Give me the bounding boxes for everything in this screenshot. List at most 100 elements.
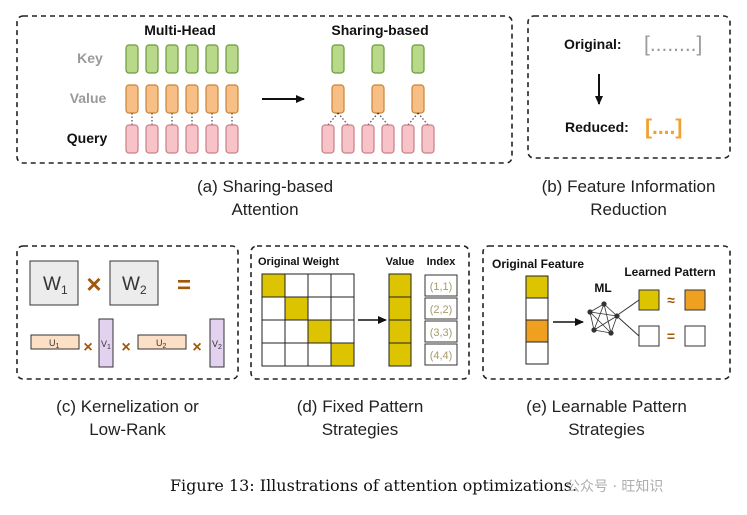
w2-box <box>109 260 159 306</box>
weight-cell <box>307 296 332 321</box>
shared-value-bar <box>371 84 385 114</box>
value-header: Value <box>386 256 415 268</box>
equals-sign: = <box>177 272 191 299</box>
network-edge <box>603 303 618 317</box>
network-node <box>587 309 593 315</box>
dotted-link <box>327 112 339 126</box>
panel-d-frame <box>250 245 470 380</box>
key-head-bar <box>125 44 139 74</box>
feature-cell <box>525 319 549 343</box>
figure-caption: Figure 13: Illustrations of attention op… <box>169 476 578 495</box>
w1-box <box>29 260 79 306</box>
feature-cell <box>525 341 549 365</box>
key-head-bar <box>145 44 159 74</box>
caption-c-line2: Low-Rank <box>89 420 166 439</box>
original-weight-label: Original Weight <box>258 256 339 268</box>
value-cell <box>388 319 412 344</box>
caption-a-line2: Attention <box>231 200 299 219</box>
u2-label: U2 <box>156 338 167 350</box>
multi-head-bars <box>125 44 239 154</box>
v2-box <box>209 318 225 368</box>
sharing-based-bars <box>321 44 435 154</box>
weight-cell <box>307 273 332 298</box>
network-node <box>614 313 620 319</box>
query-head-bar <box>165 124 179 154</box>
u2-box <box>137 334 187 350</box>
shared-query-bar <box>341 124 355 154</box>
ml-network-icon <box>587 299 640 337</box>
panel-e-frame <box>482 245 731 380</box>
approx-sign: ≈ <box>667 292 675 308</box>
caption-a-line1: (a) Sharing-based <box>196 177 334 196</box>
key-head-bar <box>165 44 179 74</box>
key-head-bar <box>205 44 219 74</box>
shared-value-bar <box>411 84 425 114</box>
panel-a-frame <box>16 15 513 164</box>
weight-cell <box>330 342 355 367</box>
v2-label: V2 <box>212 339 222 351</box>
index-cell <box>424 297 458 320</box>
caption-b-line2: Reduction <box>590 200 667 219</box>
multiply-sign-1: × <box>83 339 92 356</box>
network-edge <box>589 303 605 313</box>
caption-e: (e) Learnable Pattern Strategies <box>483 395 730 441</box>
weight-cell <box>330 319 355 344</box>
shared-query-bar <box>361 124 375 154</box>
learned-box-orange <box>684 289 706 311</box>
network-node <box>601 301 607 307</box>
caption-b-line1: (b) Feature Information <box>541 177 716 196</box>
network-edge <box>593 315 618 331</box>
watermark: 公众号 · 旺知识 <box>566 479 664 495</box>
index-cell <box>424 274 458 297</box>
caption-e-line2: Strategies <box>568 420 645 439</box>
value-head-bar <box>125 84 139 114</box>
original-feature-column <box>525 275 549 365</box>
learned-box-gold <box>638 289 660 311</box>
weight-cell <box>307 342 332 367</box>
caption-d-line2: Strategies <box>321 420 399 439</box>
value-head-bar <box>145 84 159 114</box>
index-column: (1,1)(2,2)(3,3)(4,4) <box>424 274 458 366</box>
v1-label: V1 <box>101 339 111 351</box>
network-output-link <box>618 317 640 337</box>
index-cell <box>424 320 458 343</box>
w1-label: W1 <box>43 274 68 297</box>
query-head-bar <box>225 124 239 154</box>
weight-cell <box>284 319 309 344</box>
shared-value-bar <box>331 84 345 114</box>
multiply-sign-2: × <box>121 339 130 356</box>
original-feature-value: [........] <box>644 33 702 56</box>
w2-label: W2 <box>122 274 147 297</box>
caption-b: (b) Feature Information Reduction <box>510 175 747 221</box>
value-head-bar <box>205 84 219 114</box>
value-head-bar <box>165 84 179 114</box>
multi-head-title: Multi-Head <box>144 22 216 38</box>
shared-query-bar <box>401 124 415 154</box>
weight-matrix <box>261 273 355 367</box>
weight-cell <box>261 319 286 344</box>
learned-pattern-label: Learned Pattern <box>624 265 715 279</box>
value-cell <box>388 273 412 298</box>
panel-b-frame <box>527 15 731 159</box>
index-cell <box>424 343 458 366</box>
network-edge <box>589 311 595 331</box>
reduced-feature-value: [....] <box>645 116 682 139</box>
dotted-link <box>377 112 389 126</box>
shared-query-bar <box>321 124 335 154</box>
dotted-link <box>417 112 429 126</box>
value-head-bar <box>225 84 239 114</box>
feature-cell <box>525 297 549 321</box>
index-header: Index <box>427 256 457 268</box>
value-label: Value <box>70 90 107 106</box>
v1-box <box>98 318 114 368</box>
caption-c: (c) Kernelization or Low-Rank <box>17 395 238 441</box>
value-cell <box>388 342 412 367</box>
query-label: Query <box>67 130 108 146</box>
weight-cell <box>284 296 309 321</box>
weight-cell <box>330 273 355 298</box>
network-output-link <box>618 299 640 315</box>
weight-cell <box>284 342 309 367</box>
shared-query-bar <box>421 124 435 154</box>
index-label: (2,2) <box>430 304 453 316</box>
